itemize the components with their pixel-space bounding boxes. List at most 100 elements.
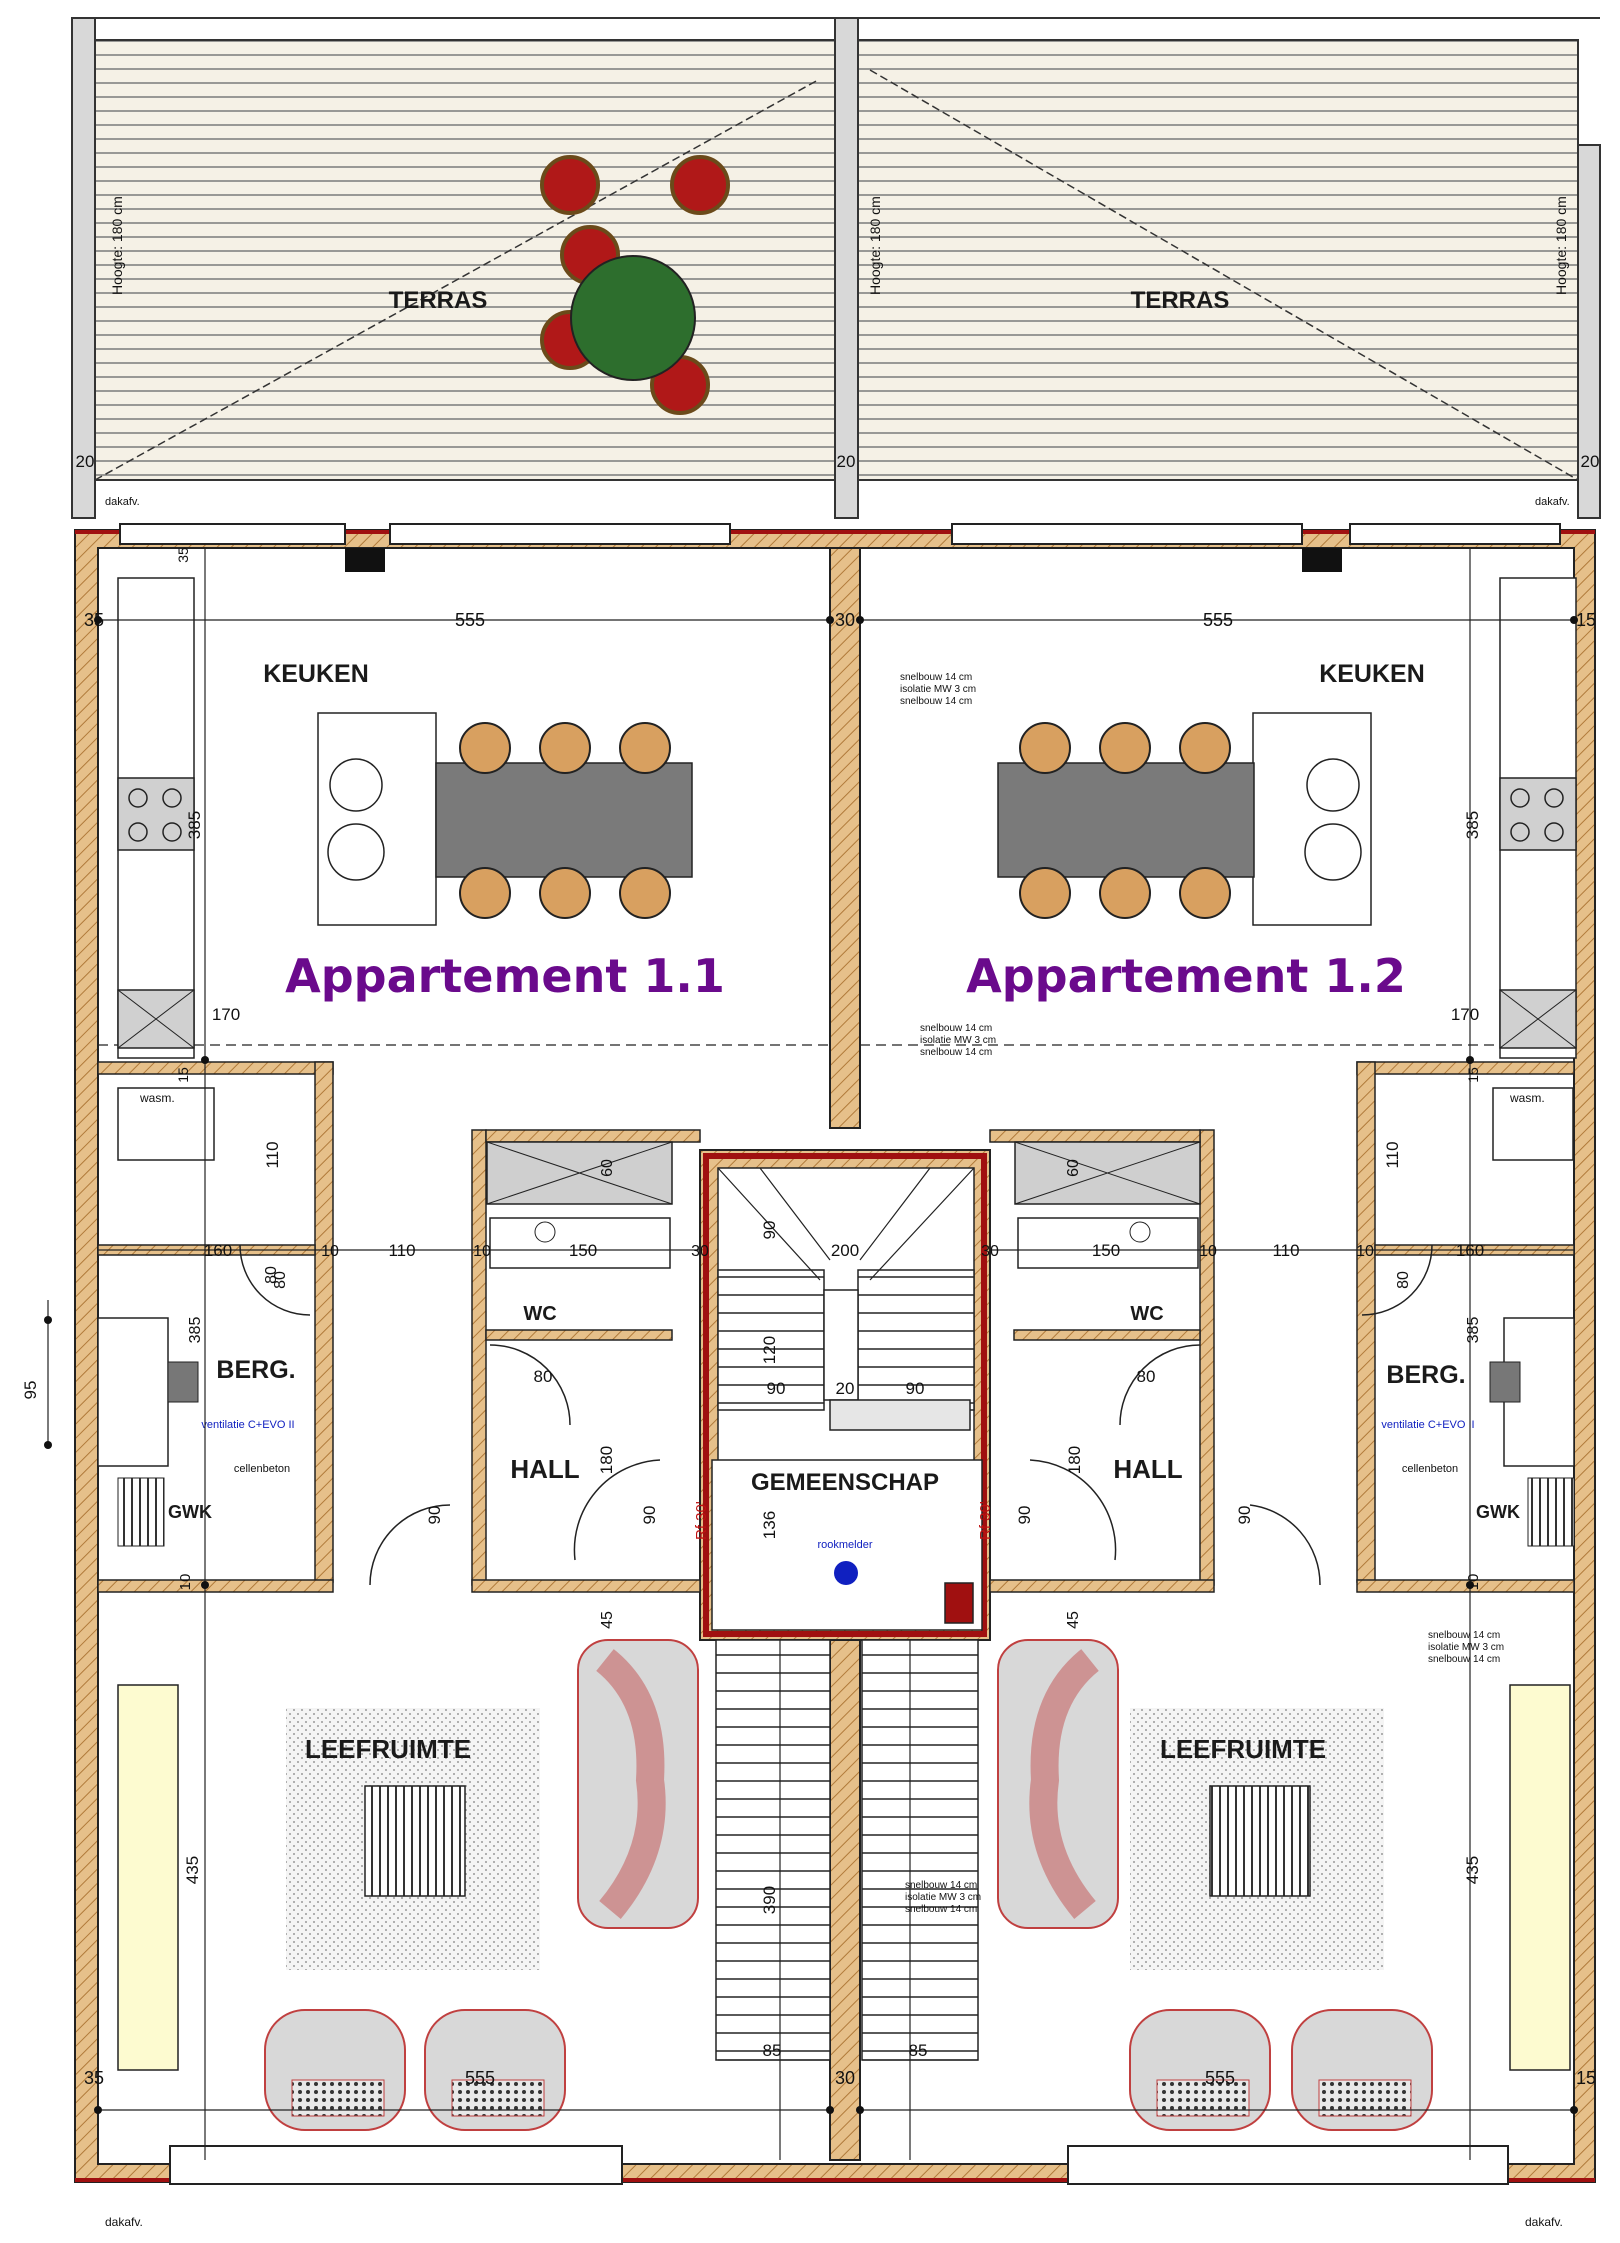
terrace-wall-right bbox=[1577, 144, 1601, 519]
interior-walls bbox=[97, 1061, 1575, 1593]
dim-living-width-left: 555 bbox=[465, 2068, 495, 2088]
terrace-wall-middle bbox=[834, 17, 859, 519]
terrace-left-height-label: Hoogte: 180 cm bbox=[109, 196, 125, 295]
dim-kitchen-width-left: 555 bbox=[455, 610, 485, 630]
facade-windows-bottom bbox=[169, 2145, 1509, 2185]
dim-90-door-left: 90 bbox=[425, 1506, 444, 1525]
dim-110-berg-left: 110 bbox=[263, 1141, 282, 1168]
dimension-labels: 555 555 555 555 35 15 35 15 30 30 170 17… bbox=[21, 547, 1596, 2088]
terrace-right-label: TERRAS bbox=[1131, 287, 1230, 314]
dim-15-top-right: 15 bbox=[1576, 610, 1596, 630]
dim-30-stair-right: 30 bbox=[981, 1243, 999, 1260]
wall-note-4: snelbouw 14 cm bbox=[920, 1023, 992, 1034]
apartment-1-1-title: Appartement 1.1 bbox=[285, 949, 725, 1003]
gwk-right-label: GWK bbox=[1476, 1502, 1520, 1522]
dim-45-left: 45 bbox=[599, 1611, 616, 1629]
terrace-mid-height-label: Hoogte: 180 cm bbox=[867, 196, 883, 295]
dim-95-outer-left: 95 bbox=[21, 1381, 40, 1400]
ventilation-left-label: ventilatie C+EVO II bbox=[201, 1419, 294, 1431]
wall-note-2: isolatie MW 3 cm bbox=[900, 684, 976, 695]
dim-90-stair-top: 90 bbox=[760, 1221, 779, 1240]
facade-windows-top bbox=[119, 523, 1561, 572]
dim-living-width-right: 555 bbox=[1205, 2068, 1235, 2088]
storage-right-label: BERG. bbox=[1386, 1361, 1465, 1389]
dim-390-stair-lower: 390 bbox=[760, 1886, 779, 1914]
dim-80-berg-right: 80 bbox=[1395, 1271, 1412, 1289]
dim-385-berg-right: 385 bbox=[1465, 1317, 1482, 1344]
wall-note-mid: snelbouw 14 cm isolatie MW 3 cm snelbouw… bbox=[920, 1023, 996, 1058]
party-wall-top bbox=[829, 547, 861, 1129]
kitchen-left-label: KEUKEN bbox=[263, 660, 369, 688]
gutter-right-label: dakafv. bbox=[1525, 2215, 1563, 2229]
gutter-top-left-label: dakafv. bbox=[105, 496, 140, 508]
door-swings bbox=[239, 1244, 1433, 1586]
dim-90-door-right: 90 bbox=[1235, 1506, 1254, 1525]
dim-30-stair-left: 30 bbox=[691, 1243, 709, 1260]
terrace-wall-left bbox=[71, 17, 96, 519]
dim-10-b: 10 bbox=[473, 1243, 491, 1260]
terrace-right bbox=[857, 39, 1579, 481]
dim-60-left: 60 bbox=[599, 1159, 616, 1177]
wall-note-stair: snelbouw 14 cm isolatie MW 3 cm snelbouw… bbox=[905, 1880, 981, 1915]
ventilation-right-label: ventilatie C+EVO II bbox=[1381, 1419, 1474, 1431]
apartment-1-2-title: Appartement 1.2 bbox=[966, 949, 1406, 1003]
wall-note-11: isolatie MW 3 cm bbox=[905, 1892, 981, 1903]
dim-120-stair: 120 bbox=[760, 1336, 779, 1364]
dimension-lines bbox=[47, 548, 1574, 2160]
dim-15-bottom-right: 15 bbox=[1576, 2068, 1596, 2088]
dimension-ticks bbox=[44, 616, 1578, 2114]
fire-rating-right: Rf 30' bbox=[977, 1501, 994, 1540]
dim-80-berg-left: 80 bbox=[272, 1271, 289, 1289]
gutter-left-label: dakafv. bbox=[105, 2215, 143, 2229]
dim-136-landing: 136 bbox=[760, 1511, 779, 1539]
gemeenschap-label: GEMEENSCHAP bbox=[751, 1469, 939, 1496]
dim-45-right: 45 bbox=[1065, 1611, 1082, 1629]
dim-10-a: 10 bbox=[321, 1243, 339, 1260]
fire-rating-left: Rf 30' bbox=[693, 1501, 710, 1540]
storage-left-label: BERG. bbox=[216, 1356, 295, 1384]
dim-385-berg-left: 385 bbox=[187, 1317, 204, 1344]
service-left bbox=[97, 1087, 673, 1547]
kitchen-right bbox=[997, 577, 1577, 1059]
dim-80-wc-right: 80 bbox=[1137, 1367, 1156, 1386]
dim-80-wc-left: 80 bbox=[534, 1367, 553, 1386]
dim-90-door-center-right: 90 bbox=[1015, 1506, 1034, 1525]
gutter-top-right-label: dakafv. bbox=[1535, 496, 1570, 508]
dim-150-wc-left: 150 bbox=[569, 1241, 597, 1260]
dim-terrace-20-right: 20 bbox=[1581, 452, 1600, 471]
dim-160-right: 160 bbox=[1456, 1241, 1484, 1260]
wc-left-label: WC bbox=[523, 1303, 556, 1325]
dim-10-gwk-left: 10 bbox=[177, 1574, 194, 1591]
wc-right-label: WC bbox=[1130, 1303, 1163, 1325]
dim-15-left-wall: 15 bbox=[175, 1067, 191, 1083]
dim-435-left: 435 bbox=[183, 1856, 202, 1884]
washer-right-label: wasm. bbox=[1509, 1091, 1545, 1105]
dim-85-stair-left: 85 bbox=[763, 2041, 782, 2060]
gwk-left-label: GWK bbox=[168, 1502, 212, 1522]
dim-90-door-center-left: 90 bbox=[640, 1506, 659, 1525]
dim-170-right: 170 bbox=[1451, 1005, 1479, 1024]
wall-note-12: snelbouw 14 cm bbox=[905, 1904, 977, 1915]
dim-180-hall-right: 180 bbox=[1065, 1446, 1084, 1474]
dim-90-stair-left: 90 bbox=[767, 1379, 786, 1398]
dim-110-berg-right: 110 bbox=[1383, 1141, 1402, 1168]
terrace-left bbox=[94, 39, 836, 481]
terrace-table-set bbox=[540, 155, 730, 415]
dim-10-c: 10 bbox=[1199, 1243, 1217, 1260]
smoke-detector-label: rookmelder bbox=[817, 1539, 872, 1551]
dim-10-d: 10 bbox=[1356, 1243, 1374, 1260]
terrace-left-label: TERRAS bbox=[389, 287, 488, 314]
wall-note-3: snelbouw 14 cm bbox=[900, 696, 972, 707]
wall-note-right: snelbouw 14 cm isolatie MW 3 cm snelbouw… bbox=[1428, 1630, 1504, 1665]
wall-note-1: snelbouw 14 cm bbox=[900, 672, 972, 683]
wall-note-9: snelbouw 14 cm bbox=[1428, 1654, 1500, 1665]
dim-180-hall-left: 180 bbox=[597, 1446, 616, 1474]
dim-435-right: 435 bbox=[1463, 1856, 1482, 1884]
dim-200-stair: 200 bbox=[831, 1241, 859, 1260]
dim-85-stair-right: 85 bbox=[909, 2041, 928, 2060]
aerated-concrete-right-label: cellenbeton bbox=[1402, 1463, 1458, 1475]
dim-385-left: 385 bbox=[185, 811, 204, 839]
hall-left-label: HALL bbox=[510, 1454, 579, 1484]
dim-30-party-top: 30 bbox=[835, 610, 855, 630]
dim-170-left: 170 bbox=[212, 1005, 240, 1024]
